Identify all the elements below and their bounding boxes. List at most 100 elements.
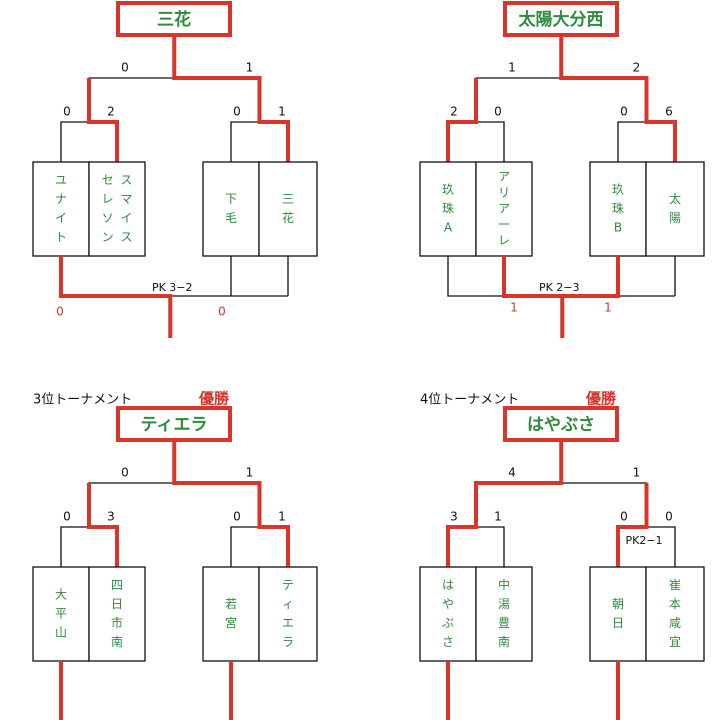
semi-winner-path [87, 483, 119, 567]
team-name-char: 宮 [225, 615, 237, 630]
semi-score: 0 [494, 105, 502, 119]
bottom-score: 0 [56, 305, 64, 319]
team-name-char: や [442, 597, 454, 611]
final-score-right: 1 [246, 61, 254, 75]
team-name-char: 湯 [498, 597, 510, 611]
team-name-char: 下 [225, 192, 237, 206]
final-score-left: 0 [121, 466, 129, 480]
team-name-char: リ [498, 186, 510, 200]
team-box [258, 566, 318, 662]
team-name-char: セ [102, 173, 114, 187]
team-box [88, 161, 146, 257]
final-winner-path [559, 35, 649, 122]
team-name-char: ユ [55, 173, 67, 187]
semi-score: 1 [494, 510, 502, 524]
team-name-char: ィ [282, 597, 294, 611]
final-winner-path [172, 35, 262, 122]
team-name-char: ス [120, 230, 132, 244]
semi-score: 0 [665, 510, 673, 524]
team-box [258, 161, 318, 257]
team-name-char: 珠 [442, 202, 454, 216]
semi-score: 2 [450, 105, 458, 119]
semi-score: 1 [278, 105, 286, 119]
team-name-char: ソ [102, 211, 114, 225]
semi-winner-path [446, 483, 478, 567]
champion-name: ティエラ [141, 415, 208, 435]
semi-connector [60, 526, 118, 567]
team-name-char: 山 [55, 626, 67, 640]
champion-box [503, 1, 619, 37]
bottom-score: 1 [510, 301, 518, 315]
team-name-char: ア [498, 170, 510, 184]
team-name-char: 咸 [669, 616, 681, 630]
semi-winner-path [87, 78, 119, 162]
semi-score: 0 [233, 510, 241, 524]
team-name-char: 陽 [669, 211, 681, 225]
team-box [475, 566, 533, 662]
semi-score: 2 [107, 105, 115, 119]
champion-name: 太陽大分西 [519, 9, 604, 30]
semi-score: 3 [107, 510, 115, 524]
semi-connector [617, 526, 676, 567]
team-name-char: ト [55, 230, 67, 244]
semi-score: 0 [620, 510, 628, 524]
final-score-right: 2 [633, 61, 641, 75]
team-name-char: ア [498, 202, 510, 216]
team-box [589, 161, 647, 257]
final-score-right: 1 [246, 466, 254, 480]
team-name-char: 豊 [498, 616, 510, 630]
team-box [32, 161, 90, 257]
team-name-char: テ [282, 578, 294, 592]
team-name-char: 珠 [612, 202, 624, 216]
semi-score: 0 [620, 105, 628, 119]
team-name-char: 玖 [442, 183, 454, 197]
semi-score: 3 [450, 510, 458, 524]
team-name-char: ン [102, 230, 114, 244]
team-name-char: マ [120, 192, 132, 206]
team-name-char: 中 [498, 577, 510, 592]
team-name-char: 日 [612, 616, 624, 630]
team-name-char: ス [120, 173, 132, 187]
final-score-left: 0 [121, 61, 129, 75]
final-score-left: 4 [508, 466, 516, 480]
final-winner-path [474, 440, 564, 527]
team-name-char: 南 [498, 634, 510, 649]
team-name-char: 大 [55, 588, 67, 602]
semi-winner-path [644, 78, 677, 162]
team-name-char: ナ [55, 192, 67, 206]
team-name-char: 市 [111, 615, 123, 630]
team-name-char: ぶ [442, 616, 454, 630]
semi-connector [447, 121, 505, 162]
team-name-char: イ [120, 211, 132, 225]
final-score-left: 1 [508, 61, 516, 75]
team-name-char: 毛 [225, 211, 237, 225]
team-name-char: 日 [111, 597, 123, 611]
team-name-char: エ [282, 616, 294, 630]
bottom-note: PK 2−3 [539, 281, 580, 294]
final-winner-path [172, 440, 262, 527]
semi-connector [230, 121, 289, 162]
team-name-char: は [442, 578, 454, 592]
team-name-char: 花 [282, 210, 294, 225]
team-name-char: レ [498, 234, 510, 248]
team-name-char: レ [102, 192, 114, 206]
bottom-score: 1 [604, 301, 612, 315]
semi-connector [447, 526, 505, 567]
semi-winner-path [446, 78, 478, 162]
team-name-char: B [614, 221, 622, 235]
bottom-note: PK 3−2 [152, 281, 193, 294]
team-box [202, 161, 260, 257]
team-name-char: イ [55, 211, 67, 225]
winner-label: 優勝 [198, 390, 230, 408]
winner-label: 優勝 [585, 390, 617, 408]
team-name-char: 朝 [612, 597, 624, 611]
team-name-char: 南 [111, 634, 123, 649]
team-name-char: 本 [669, 597, 681, 611]
semi-connector [60, 121, 118, 162]
champion-name: 三花 [157, 9, 191, 30]
